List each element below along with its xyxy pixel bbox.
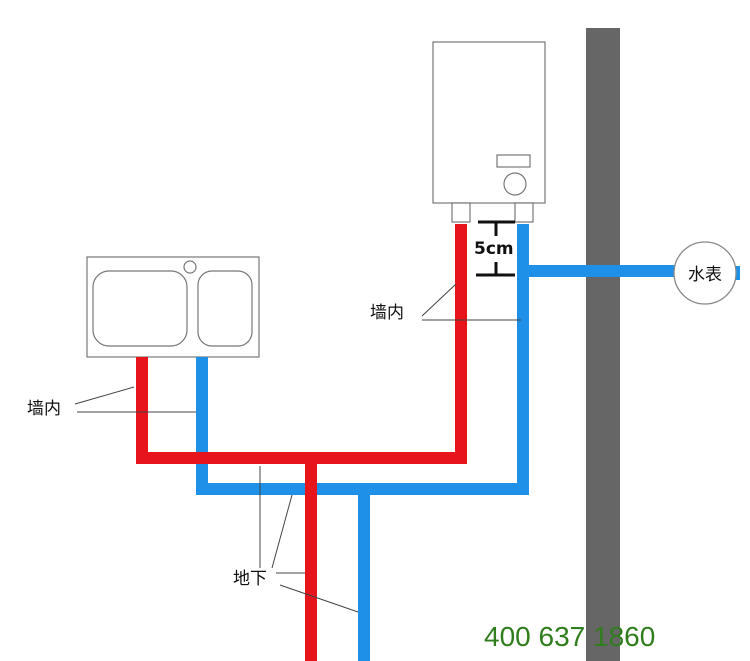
water-heater <box>432 41 546 223</box>
hot-water-pipes <box>136 224 467 661</box>
wall <box>586 28 620 661</box>
in-wall-label-left: 墙内 <box>27 399 61 419</box>
sink <box>86 256 260 358</box>
clearance-label: 5cm <box>474 239 514 259</box>
clearance-dimension <box>476 220 515 277</box>
cold-water-pipes <box>196 224 740 661</box>
underground-label: 地下 <box>233 569 267 589</box>
water-meter <box>673 241 737 305</box>
phone-number: 400 637 1860 <box>484 621 655 652</box>
leader-lines <box>74 283 521 613</box>
in-wall-label-right: 墙内 <box>370 303 404 323</box>
water-meter-label: 水表 <box>688 265 722 285</box>
